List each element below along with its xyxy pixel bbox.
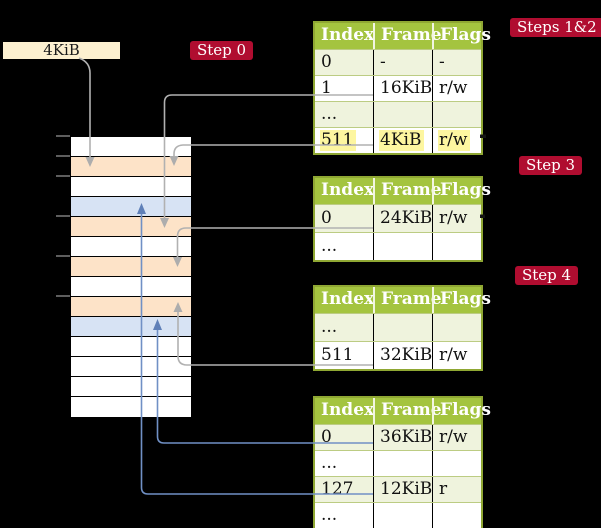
- memory-row: [71, 337, 191, 357]
- physical-memory-stack: [70, 136, 192, 418]
- address-ticks: [56, 135, 70, 297]
- cell-index: ...: [321, 505, 338, 525]
- cell-frame: 12KiB: [380, 479, 432, 499]
- cell-index: ...: [321, 104, 338, 124]
- memory-row: [71, 237, 191, 257]
- column-header-frame: Frame: [373, 23, 442, 49]
- page-table-level4: Index Frame Flags 0 - - 1 16KiB r/w ... …: [313, 21, 491, 155]
- cell-index: ...: [321, 453, 338, 473]
- cell-index: 511: [320, 130, 357, 151]
- cell-index: ...: [321, 236, 338, 256]
- cell-index: 1: [321, 78, 332, 98]
- cell-flags: r: [439, 479, 448, 499]
- cell-index: 511: [321, 345, 354, 365]
- column-header-frame: Frame: [373, 178, 442, 204]
- table-row: 0 - -: [315, 49, 481, 75]
- table-header-row: Index Frame Flags: [315, 287, 491, 313]
- column-header-flags: Flags: [432, 287, 491, 313]
- cell-flags: r/w: [439, 78, 468, 98]
- cell-frame: 16KiB: [380, 78, 432, 98]
- cell-flags: r/w: [439, 345, 468, 365]
- column-header-index: Index: [321, 25, 375, 45]
- memory-row: [71, 377, 191, 397]
- table-row: ...: [315, 502, 481, 528]
- step-badge-12: Steps 1&2: [510, 18, 601, 37]
- column-header-flags: Flags: [432, 398, 491, 424]
- table-header-row: Index Frame Flags: [315, 398, 491, 424]
- memory-row: [71, 137, 191, 157]
- cell-frame: 32KiB: [380, 345, 432, 365]
- memory-row: [71, 197, 191, 217]
- table-header-row: Index Frame Flags: [315, 23, 491, 49]
- memory-row: [71, 297, 191, 317]
- memory-row: [71, 317, 191, 337]
- cell-flags: r/w: [439, 208, 468, 228]
- column-header-flags: Flags: [432, 23, 491, 49]
- step-badge-3: Step 3: [519, 156, 583, 175]
- column-header-index: Index: [321, 180, 375, 200]
- memory-row: [71, 277, 191, 297]
- page-table-level1: Index Frame Flags 0 36KiB r/w ... 127 12…: [313, 396, 491, 528]
- cell-index: 127: [321, 479, 354, 499]
- column-header-frame: Frame: [373, 398, 442, 424]
- memory-row: [71, 177, 191, 197]
- memory-row: [71, 157, 191, 177]
- memory-row: [71, 397, 191, 417]
- step-badge-0: Step 0: [190, 41, 254, 60]
- table-row: 0 24KiB r/w: [315, 204, 481, 232]
- column-header-index: Index: [321, 289, 375, 309]
- table-row: ...: [315, 313, 481, 341]
- table-row: 127 12KiB r: [315, 476, 481, 502]
- column-header-flags: Flags: [432, 178, 491, 204]
- table-row: ...: [315, 232, 481, 260]
- cell-index: ...: [321, 317, 338, 337]
- cell-frame: 4KiB: [379, 130, 425, 151]
- cell-flags: r/w: [438, 130, 471, 151]
- table-row: 0 36KiB r/w: [315, 424, 481, 450]
- page-table-level3: Index Frame Flags 0 24KiB r/w ...: [313, 176, 491, 262]
- memory-row: [71, 357, 191, 377]
- address-label-box: 4KiB: [3, 42, 120, 59]
- column-header-index: Index: [321, 400, 375, 420]
- cell-frame: -: [380, 52, 386, 72]
- column-header-frame: Frame: [373, 287, 442, 313]
- cell-frame: 24KiB: [380, 208, 432, 228]
- cell-index: 0: [321, 208, 332, 228]
- cell-index: 0: [321, 52, 332, 72]
- step-badge-4: Step 4: [515, 266, 579, 285]
- memory-row: [71, 217, 191, 237]
- table-row: 1 16KiB r/w: [315, 75, 481, 101]
- cell-index: 0: [321, 427, 332, 447]
- cell-frame: 36KiB: [380, 427, 432, 447]
- page-table-level2: Index Frame Flags ... 511 32KiB r/w: [313, 285, 491, 371]
- cell-flags: r/w: [439, 427, 468, 447]
- table-row: ...: [315, 450, 481, 476]
- table-header-row: Index Frame Flags: [315, 178, 491, 204]
- table-row: 511 32KiB r/w: [315, 341, 481, 369]
- table-row-highlighted: 511 4KiB r/w: [315, 127, 481, 153]
- cell-flags: -: [439, 52, 445, 72]
- memory-row: [71, 257, 191, 277]
- table-row: ...: [315, 101, 481, 127]
